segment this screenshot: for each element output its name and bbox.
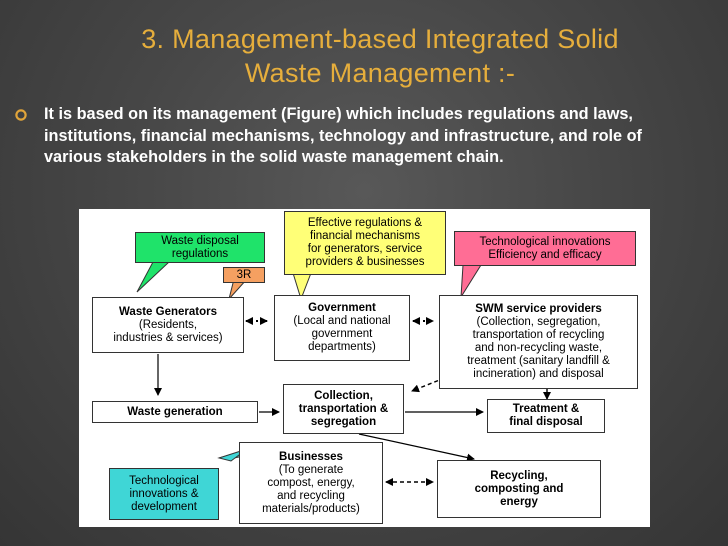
government-line2: government	[311, 328, 373, 340]
tech-dev-line2: innovations &	[129, 487, 199, 500]
tech-dev-line1: Technological	[129, 474, 199, 487]
regulations-callout-line3: for generators, service	[307, 243, 423, 255]
regulations-callout-line1: Effective regulations &	[307, 217, 423, 229]
waste-generators-line1: (Residents,	[138, 318, 198, 331]
title-line-2: Waste Management :-	[244, 58, 516, 88]
businesses-title: Businesses	[279, 450, 343, 463]
government-line1: (Local and national	[293, 315, 391, 327]
recycling-line2: composting and	[474, 482, 564, 495]
swm-providers-line5: incineration) and disposal	[473, 368, 604, 380]
waste-disposal-callout-line2: regulations	[171, 247, 229, 260]
waste-generation-box: Waste generation	[92, 401, 258, 423]
bullet-text: It is based on its management (Figure) w…	[44, 105, 642, 166]
tech-innovation-callout: Technological innovations Efficiency and…	[454, 231, 636, 266]
swm-providers-line3: and non-recycling waste,	[474, 342, 603, 354]
slide-title: 3. Management-based Integrated Solid Was…	[60, 22, 700, 90]
arrow-collection-recycling	[358, 433, 475, 462]
waste-generators-line2: industries & services)	[113, 331, 223, 344]
government-box: Government (Local and national governmen…	[274, 295, 410, 361]
diagram-connectors	[136, 261, 551, 486]
swm-providers-title: SWM service providers	[475, 303, 602, 315]
regulations-callout-line4: providers & businesses	[305, 256, 425, 268]
businesses-line2: compost, energy,	[267, 476, 355, 489]
tech-callout-line2: Efficiency and efficacy	[488, 248, 602, 261]
swm-providers-line2: transportation of recycling	[472, 329, 605, 341]
collection-line2: transportation &	[298, 402, 389, 415]
government-line3: departments)	[308, 341, 376, 353]
3r-tag: 3R	[223, 267, 265, 283]
collection-line1: Collection,	[314, 389, 373, 402]
swm-service-providers-box: SWM service providers (Collection, segre…	[439, 295, 638, 389]
waste-generation-label: Waste generation	[127, 405, 223, 418]
regulations-callout-line2: financial mechanisms	[310, 230, 420, 242]
businesses-box: Businesses (To generate compost, energy,…	[239, 442, 383, 524]
collection-box: Collection, transportation & segregation	[283, 384, 404, 434]
recycling-line3: energy	[500, 495, 538, 508]
title-line-1: 3. Management-based Integrated Solid	[141, 24, 619, 54]
3r-tag-label: 3R	[236, 268, 252, 281]
waste-generators-title: Waste Generators	[119, 305, 217, 318]
regulations-callout: Effective regulations & financial mechan…	[284, 211, 446, 275]
swm-providers-line4: treatment (sanitary landfill &	[467, 355, 610, 367]
businesses-line4: materials/products)	[262, 502, 360, 515]
management-diagram: Waste disposal regulations Effective reg…	[79, 209, 650, 527]
government-title: Government	[308, 302, 376, 314]
tech-callout-line1: Technological innovations	[479, 235, 611, 248]
treatment-line2: final disposal	[509, 416, 583, 428]
tech-callout-tail	[460, 264, 482, 298]
treatment-line1: Treatment &	[512, 403, 580, 415]
waste-disposal-callout: Waste disposal regulations	[135, 232, 265, 263]
businesses-line1: (To generate	[278, 463, 344, 476]
collection-line3: segregation	[310, 415, 377, 428]
waste-disposal-callout-line1: Waste disposal	[161, 234, 239, 247]
tech-development-callout: Technological innovations & development	[109, 468, 219, 520]
swm-providers-line1: (Collection, segregation,	[476, 316, 601, 328]
businesses-line3: and recycling	[277, 489, 345, 502]
tech-dev-line3: development	[131, 500, 197, 513]
hollow-circle-bullet-icon	[14, 108, 28, 122]
waste-generators-box: Waste Generators (Residents, industries …	[92, 297, 244, 353]
recycling-line1: Recycling,	[490, 469, 548, 482]
treatment-box: Treatment & final disposal	[487, 399, 605, 433]
recycling-box: Recycling, composting and energy	[437, 460, 601, 518]
waste-disposal-callout-tail	[136, 261, 171, 293]
